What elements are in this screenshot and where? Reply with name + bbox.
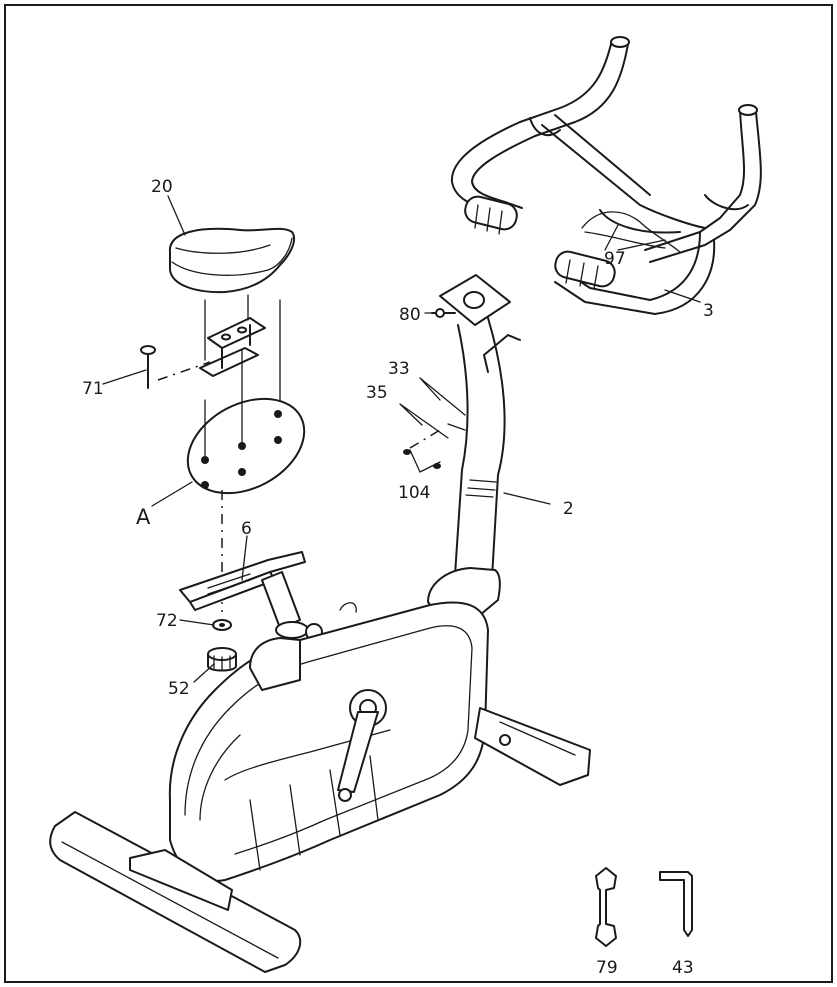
label-detail-a: A	[136, 505, 151, 529]
label-upright-tube: 2	[563, 499, 574, 519]
bolt-71	[140, 345, 211, 389]
label-cable: 97	[604, 249, 626, 269]
label-handlebar: 3	[703, 301, 714, 321]
label-knob: 52	[168, 679, 190, 699]
fastener-leaders	[399, 377, 466, 473]
knob-52	[207, 647, 237, 672]
label-bolt-104: 104	[398, 483, 430, 503]
washer-72	[212, 619, 232, 631]
label-washer-35: 35	[366, 383, 388, 403]
handlebar	[450, 36, 762, 315]
label-washer: 72	[156, 611, 178, 631]
leader-lines	[102, 195, 701, 683]
frame-border	[4, 4, 833, 983]
detail-a-plate	[186, 349, 306, 495]
label-washer-33: 33	[388, 359, 410, 379]
allen-key-icon	[659, 871, 693, 937]
seat	[168, 227, 296, 421]
label-sensor-plate-screw: 80	[399, 305, 421, 325]
label-wrench: 79	[596, 958, 618, 978]
main-frame	[49, 274, 591, 973]
label-seat-post: 6	[241, 519, 252, 539]
seat-post	[179, 551, 323, 641]
label-allen-key: 43	[672, 958, 694, 978]
wrench-icon	[595, 867, 617, 947]
label-seat: 20	[151, 177, 173, 197]
label-bolt: 71	[82, 379, 104, 399]
